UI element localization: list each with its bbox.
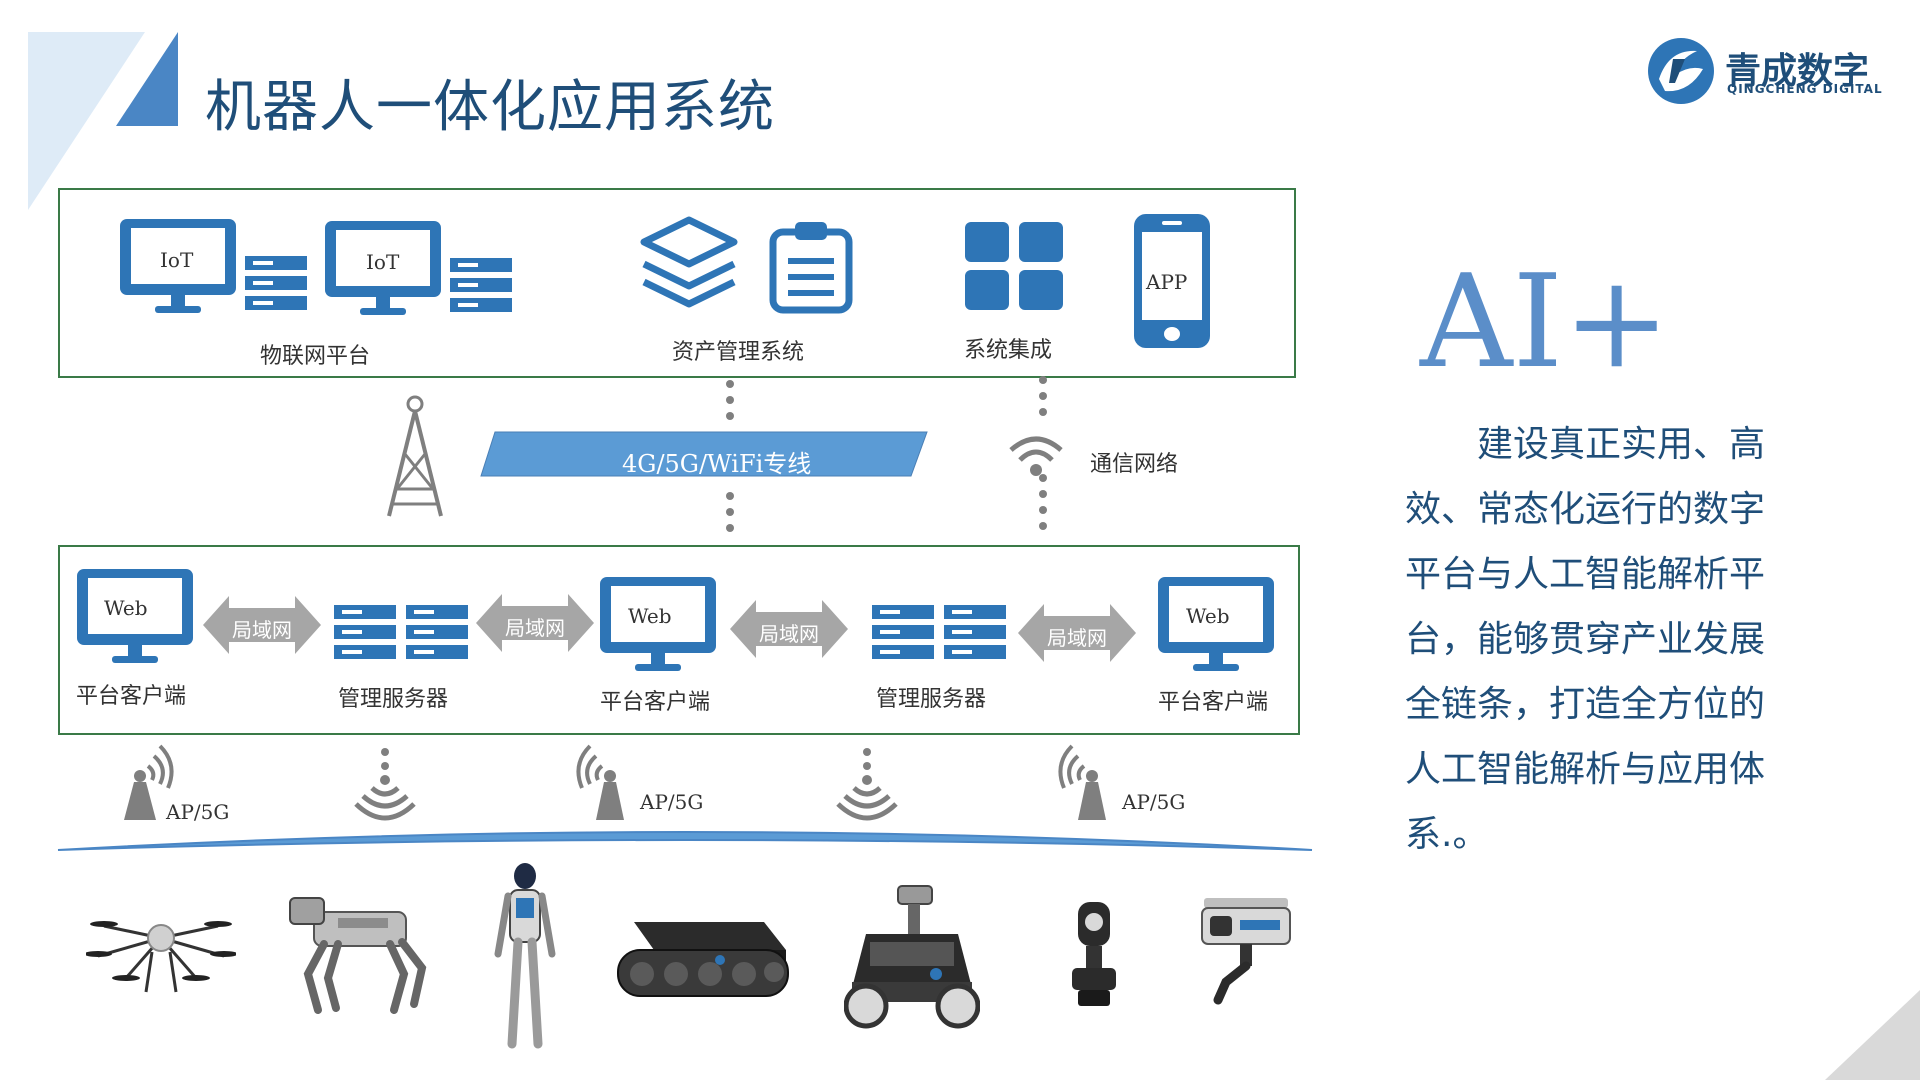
network-band <box>480 431 928 477</box>
client-label: 平台客户端 <box>76 684 187 709</box>
monitor-icon <box>120 219 236 313</box>
server-icon <box>334 605 468 659</box>
iot-platform-label: 物联网平台 <box>260 344 371 369</box>
logo-icon <box>1648 38 1714 104</box>
server-icon <box>245 256 307 310</box>
web-screen-text: Web <box>1186 604 1230 628</box>
web-screen-text: Web <box>628 604 672 628</box>
server-icon <box>872 605 1006 659</box>
server-label: 管理服务器 <box>338 687 449 712</box>
monitor-icon <box>1158 577 1274 671</box>
lan-label: 局域网 <box>232 618 292 642</box>
drone-image <box>86 921 236 993</box>
monitor-icon <box>600 577 716 671</box>
network-curve <box>57 831 1313 851</box>
lan-arrow <box>730 600 848 658</box>
corner-decoration-top-left <box>28 32 178 210</box>
web-screen-text: Web <box>104 596 148 620</box>
lan-arrow <box>476 594 594 652</box>
lan-arrow <box>203 596 321 654</box>
ap-label: AP/5G <box>166 800 230 824</box>
logo-subtext: QINGCHENG DIGITAL <box>1727 82 1883 96</box>
logo-text: 青成数字 <box>1725 51 1870 92</box>
integration-label: 系统集成 <box>964 338 1053 363</box>
tracked-chassis-image <box>617 922 789 997</box>
monitor-icon <box>325 221 441 315</box>
wifi-icon <box>1009 436 1063 476</box>
corner-decoration-bottom-right <box>1825 990 1920 1080</box>
ai-plus-heading: AI+ <box>1420 248 1671 397</box>
lan-arrow <box>1018 604 1136 662</box>
lan-label: 局域网 <box>1047 626 1107 650</box>
antenna-icon <box>1058 744 1106 820</box>
client-label: 平台客户端 <box>600 690 711 715</box>
layers-icon <box>640 216 738 308</box>
lan-label: 局域网 <box>759 622 819 646</box>
dotted-connector <box>1039 376 1047 530</box>
iot-screen-text: IoT <box>160 248 194 272</box>
arm-camera-image <box>1201 898 1291 1005</box>
server-icon <box>450 258 512 312</box>
network-band-label: 4G/5G/WiFi专线 <box>622 450 812 478</box>
iot-screen-text: IoT <box>366 250 400 274</box>
app-screen-text: APP <box>1146 270 1188 294</box>
humanoid-image <box>494 863 556 1049</box>
grid-icon <box>965 222 1063 310</box>
antenna-icon <box>576 744 624 820</box>
client-label: 平台客户端 <box>1158 690 1269 715</box>
ptz-camera-image <box>1072 902 1116 1006</box>
monitor-icon <box>77 569 193 663</box>
description-text: 建设真正实用、高效、常态化运行的数字平台与人工智能解析平台，能够贯穿产业发展全链… <box>1405 424 1766 855</box>
wifi-icon <box>354 748 416 821</box>
lan-label: 局域网 <box>505 616 565 640</box>
patrol-robot-image <box>844 885 980 1029</box>
ap-label: AP/5G <box>1122 790 1186 814</box>
phone-icon <box>1134 214 1210 348</box>
ap-label: AP/5G <box>640 790 704 814</box>
comm-network-label: 通信网络 <box>1090 452 1179 477</box>
asset-system-label: 资产管理系统 <box>672 340 805 365</box>
dotted-connector <box>726 380 734 532</box>
page-title: 机器人一体化应用系统 <box>205 75 775 140</box>
server-label: 管理服务器 <box>876 687 987 712</box>
tower-icon <box>387 395 443 517</box>
antenna-icon <box>124 744 174 820</box>
clipboard-icon <box>769 222 853 314</box>
robot-dog-image <box>289 897 427 1014</box>
wifi-icon <box>836 748 898 821</box>
